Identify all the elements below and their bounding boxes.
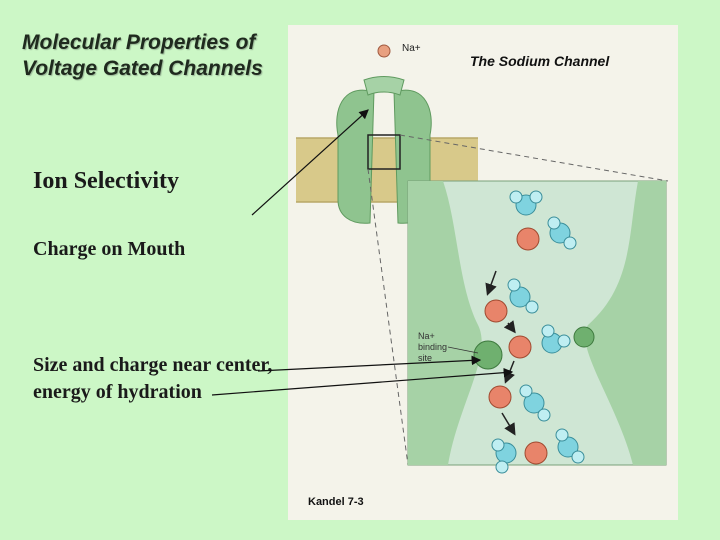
bullet-size-and-charge: Size and charge near center, energy of h… bbox=[33, 354, 273, 403]
slide-title: Molecular Properties of Voltage Gated Ch… bbox=[22, 31, 263, 80]
water-molecule-3 bbox=[507, 278, 539, 314]
sodium-ion-2 bbox=[484, 299, 508, 323]
channel-illustration: Na+ bbox=[296, 43, 669, 474]
water-molecule-5 bbox=[519, 384, 551, 422]
water-molecule-7 bbox=[555, 428, 585, 464]
sodium-ion-1 bbox=[516, 227, 540, 251]
movement-arrow-1 bbox=[485, 270, 497, 296]
water-molecule-6 bbox=[491, 438, 517, 474]
bullet-ion-selectivity: Ion Selectivity bbox=[33, 168, 179, 194]
binding-site-label-line-3: site bbox=[418, 353, 432, 363]
movement-arrow-4 bbox=[501, 412, 516, 436]
bullet-charge-on-mouth: Charge on Mouth bbox=[33, 238, 186, 260]
water-molecule-4 bbox=[541, 324, 571, 354]
binding-site-label-line-2: binding bbox=[418, 342, 447, 352]
water-molecule-1 bbox=[509, 190, 543, 216]
sodium-ion-4 bbox=[488, 385, 512, 409]
sodium-channel-figure: Na+ bbox=[288, 25, 678, 520]
figure-title: The Sodium Channel bbox=[470, 53, 610, 69]
sodium-ion-5 bbox=[524, 441, 548, 465]
figure-source: Kandel 7-3 bbox=[308, 496, 364, 508]
water-molecule-2 bbox=[547, 216, 577, 250]
pore-wall-right bbox=[584, 181, 666, 465]
movement-arrow-2 bbox=[503, 320, 516, 334]
binding-site-icon bbox=[473, 340, 503, 370]
binding-site-label-line-1: Na+ bbox=[418, 331, 435, 341]
sodium-ion-label: Na+ bbox=[402, 43, 421, 54]
sodium-ion-3 bbox=[508, 335, 532, 359]
sodium-ion-icon bbox=[377, 44, 391, 58]
